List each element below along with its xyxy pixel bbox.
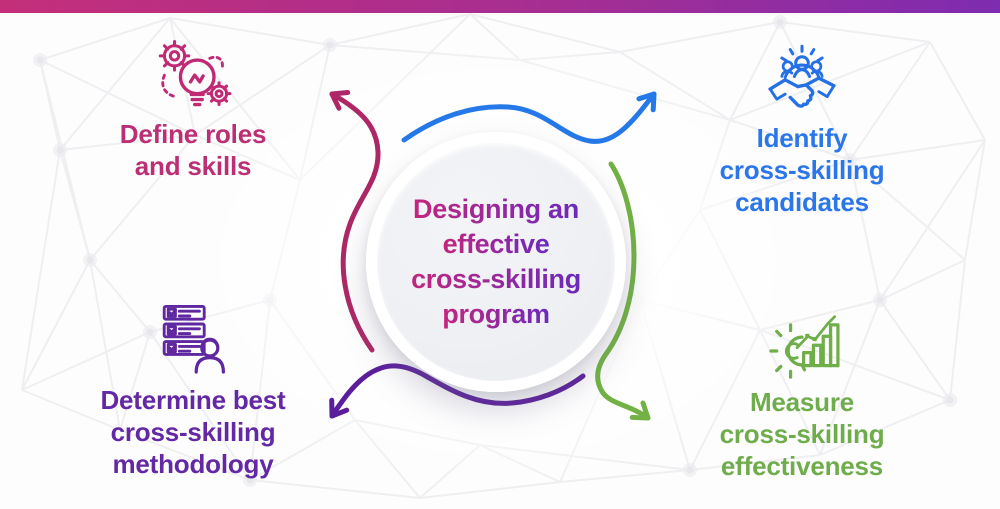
gear-chart-icon: [769, 315, 840, 379]
center-title-line: cross-skilling: [411, 262, 581, 297]
label-line: candidates: [735, 187, 869, 217]
quadrant-identify-candidates: Identify cross-skilling candidates: [637, 40, 967, 218]
label-line: Determine best: [100, 385, 286, 415]
quadrant-define-roles: Define roles and skills: [28, 38, 358, 182]
quadrant-label: Determine best cross-skilling methodolog…: [28, 384, 358, 480]
label-line: cross-skilling: [110, 417, 276, 447]
center-title-line: Designing an: [413, 192, 579, 227]
label-line: Measure: [749, 387, 855, 417]
label-line: cross-skilling: [719, 155, 885, 185]
center-title: Designing an effective cross-skilling pr…: [411, 192, 581, 332]
label-line: Identify: [756, 123, 848, 153]
label-line: Define roles: [119, 119, 267, 149]
team-handshake-icon: [768, 44, 836, 108]
label-line: cross-skilling: [719, 419, 885, 449]
quadrant-label: Define roles and skills: [28, 118, 358, 182]
quadrant-measure-effectiveness: Measure cross-skilling effectiveness: [637, 302, 967, 482]
label-line: effectiveness: [720, 451, 884, 481]
checklist-person-icon: [162, 304, 225, 374]
label-line: and skills: [134, 151, 252, 181]
quadrant-label: Measure cross-skilling effectiveness: [637, 386, 967, 482]
center-circle: Designing an effective cross-skilling pr…: [366, 132, 626, 392]
quadrant-label: Identify cross-skilling candidates: [637, 122, 967, 218]
arrow-top-blue: [401, 91, 657, 144]
center-title-line: program: [442, 297, 550, 332]
top-gradient-bar: [0, 0, 1000, 13]
gears-lightbulb-icon: [158, 40, 232, 107]
center-title-line: effective: [443, 227, 550, 262]
label-line: methodology: [112, 449, 274, 479]
quadrant-determine-methodology: Determine best cross-skilling methodolog…: [28, 300, 358, 480]
